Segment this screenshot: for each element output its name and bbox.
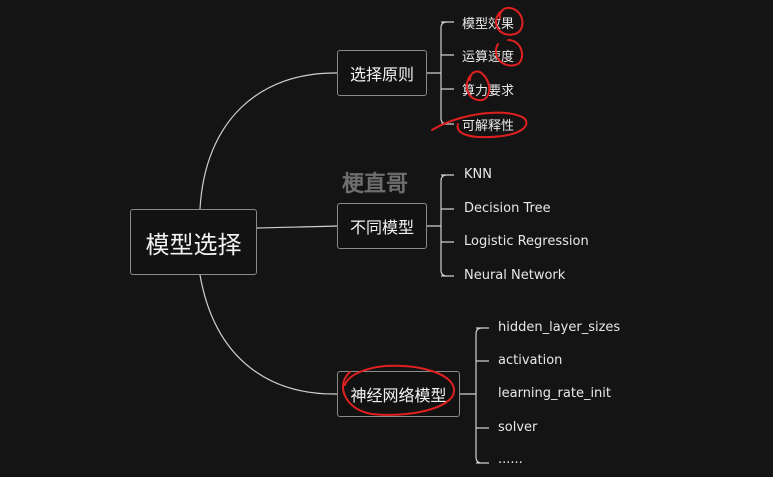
edge-branch-3-children	[460, 327, 489, 464]
branch-label: 不同模型	[349, 218, 414, 237]
edge-branch-2-children	[427, 174, 454, 277]
branch-label: 神经网络模型	[350, 386, 447, 405]
branch-node-different-models[interactable]: 不同模型	[337, 203, 427, 249]
root-node[interactable]: 模型选择	[130, 209, 257, 275]
leaf-node[interactable]: solver	[498, 420, 538, 435]
leaf-node[interactable]: activation	[498, 353, 563, 368]
branch-label: 选择原则	[349, 65, 414, 84]
edge-root-branch-2	[256, 225, 338, 229]
leaf-node[interactable]: KNN	[464, 167, 492, 182]
leaf-node[interactable]: Logistic Regression	[464, 234, 589, 249]
leaf-node[interactable]: 模型效果	[462, 17, 515, 32]
edge-root-branch-1	[199, 72, 338, 210]
edge-branch-1-children	[427, 21, 454, 125]
root-label: 模型选择	[145, 230, 242, 259]
leaf-node[interactable]: 可解释性	[462, 119, 515, 134]
branch-node-selection-principles[interactable]: 选择原则	[337, 50, 427, 96]
leaf-node[interactable]: ......	[498, 452, 523, 467]
leaf-node[interactable]: Decision Tree	[464, 201, 551, 216]
watermark: 梗直哥	[342, 172, 409, 197]
leaf-node[interactable]: 运算速度	[462, 50, 515, 65]
leaf-node[interactable]: hidden_layer_sizes	[498, 320, 621, 335]
edge-root-branch-3	[199, 274, 338, 395]
leaf-node[interactable]: Neural Network	[464, 268, 566, 283]
leaf-node[interactable]: learning_rate_init	[498, 386, 612, 401]
branch-node-neural-network-models[interactable]: 神经网络模型	[337, 371, 460, 417]
leaf-node[interactable]: 算力要求	[462, 84, 515, 99]
